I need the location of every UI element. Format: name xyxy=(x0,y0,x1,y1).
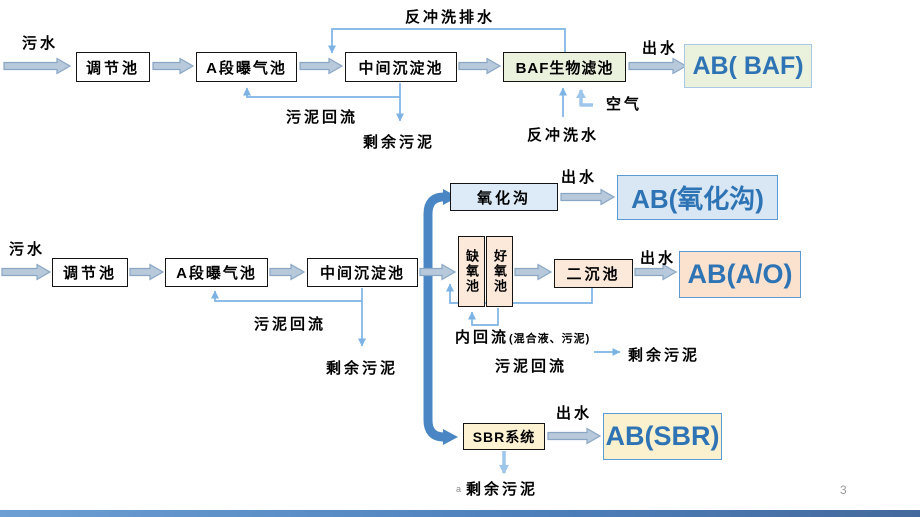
result-box-ab-sbr: AB(SBR) xyxy=(603,413,722,460)
stray-char: a xyxy=(456,484,462,494)
backwash-water-label: 反冲洗水 xyxy=(527,127,600,144)
sbr-effluent-label: 出水 xyxy=(556,405,593,422)
oxidation-ditch-box: 氧化沟 xyxy=(450,183,558,211)
aerobic-tank-label: 好氧池 xyxy=(492,249,507,294)
anoxic-tank-label: 缺氧池 xyxy=(464,249,479,294)
backwash-drain-line xyxy=(328,28,566,54)
aerobic-tank-box: 好氧池 xyxy=(486,236,513,307)
top-excess-sludge-label: 剩余污泥 xyxy=(363,134,436,151)
baf-biofilter-box: BAF生物滤池 xyxy=(503,52,626,82)
bottom-regulation-tank-box: 调节池 xyxy=(52,258,128,287)
bottom-intermediate-clarifier-box: 中间沉淀池 xyxy=(307,258,418,287)
top-effluent-label: 出水 xyxy=(642,40,679,57)
oxidation-ditch-effluent-label: 出水 xyxy=(561,169,598,186)
air-label: 空气 xyxy=(606,96,643,113)
ao-effluent-label: 出水 xyxy=(640,250,677,267)
main-flow-arrows xyxy=(1,57,688,445)
bottom-sludge-return-label: 污泥回流 xyxy=(254,316,327,333)
top-sludge-return-label: 污泥回流 xyxy=(286,109,359,126)
anoxic-tank-box: 缺氧池 xyxy=(458,236,485,307)
result-box-ab-baf: AB( BAF) xyxy=(684,44,812,88)
sbr-excess-sludge-label: 剩余污泥 xyxy=(466,481,539,498)
ao-sludge-return-label: 污泥回流 xyxy=(495,358,568,375)
bottom-excess-sludge-label: 剩余污泥 xyxy=(326,360,399,377)
result-box-ab-oxidation-ditch: AB(氧化沟) xyxy=(617,175,778,220)
backwash-drain-label: 反冲洗排水 xyxy=(405,9,496,26)
ao-internal-recycle-paren: (混合液、污泥) xyxy=(509,333,591,345)
result-box-ab-ao: AB(A/O) xyxy=(679,251,801,298)
ao-internal-recycle-line xyxy=(468,308,499,326)
secondary-clarifier-box: 二沉池 xyxy=(554,259,633,288)
top-sludge-return-line xyxy=(243,87,400,98)
light-blue-lines xyxy=(499,89,593,474)
bottom-influent-label: 污水 xyxy=(9,241,46,258)
branch-trunk-line xyxy=(423,189,458,445)
page-number: 3 xyxy=(840,483,847,497)
top-intermediate-clarifier-box: 中间沉淀池 xyxy=(345,52,457,82)
ao-internal-recycle-label: 内回流(混合液、污泥) xyxy=(455,326,590,347)
bottom-a-stage-aeration-box: A段曝气池 xyxy=(165,258,268,287)
recycle-lines xyxy=(211,28,621,356)
sbr-system-box: SBR系统 xyxy=(463,423,545,450)
ao-internal-recycle-main: 内回流 xyxy=(455,329,510,346)
top-a-stage-aeration-box: A段曝气池 xyxy=(196,52,297,82)
top-influent-label: 污水 xyxy=(22,35,59,52)
footer-accent-bar xyxy=(0,510,920,517)
top-regulation-tank-box: 调节池 xyxy=(76,52,150,82)
ao-excess-sludge-label: 剩余污泥 xyxy=(628,347,701,364)
air-line xyxy=(576,89,593,107)
bottom-sludge-return-line xyxy=(211,290,362,302)
ao-sludge-return-line xyxy=(446,283,593,304)
